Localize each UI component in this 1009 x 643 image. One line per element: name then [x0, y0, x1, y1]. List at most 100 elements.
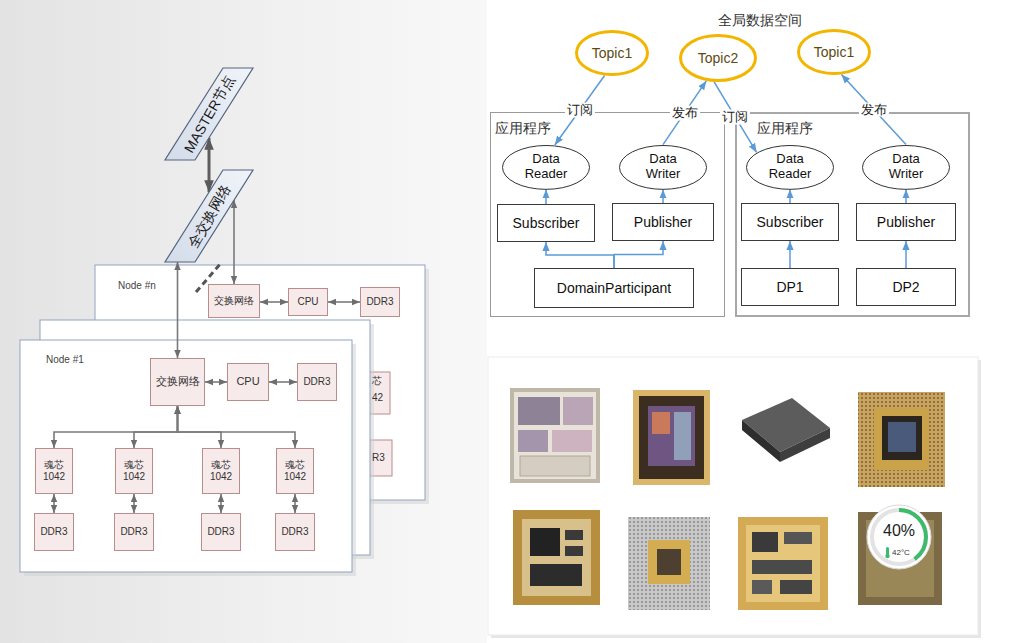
- ellipse-shape: [863, 145, 950, 189]
- ellipse-shape: [681, 36, 756, 81]
- chip-photo: [513, 510, 600, 605]
- chip-photo: [648, 406, 695, 466]
- memory-box: DDR3: [34, 513, 74, 551]
- application-box: 应用程序Data ReaderData WriterSubscriberPubl…: [735, 112, 970, 317]
- group-title: Node #n: [118, 280, 156, 291]
- process-box: Subscriber: [497, 204, 595, 242]
- box-label: DP2: [892, 279, 919, 295]
- connector: [133, 494, 135, 513]
- memory-box: DDR3: [360, 287, 400, 317]
- connector: [546, 242, 614, 268]
- topic-ellipse: Topic1: [575, 30, 649, 76]
- ellipse-shape: [799, 31, 870, 74]
- connector: [260, 301, 288, 303]
- chip-photo: [514, 392, 596, 479]
- chip-photo: [780, 428, 830, 462]
- ellipse-shape: [747, 145, 834, 189]
- switch-box: 交换网络: [150, 358, 205, 406]
- connector: [328, 301, 360, 303]
- box-label: Data Reader: [764, 152, 816, 182]
- reader-ellipse: Data Reader: [502, 145, 590, 190]
- box-label: DomainParticipant: [557, 280, 671, 296]
- chip-photo: [530, 564, 582, 586]
- chip-photo: [518, 397, 560, 425]
- node-board: Node #1 交换网络 CPU DDR3 魂芯 1042 魂芯 1042 魂芯 1042 魂…: [20, 340, 352, 572]
- chip-photo: [742, 398, 830, 462]
- chip-photo: [520, 456, 590, 476]
- box-label: Publisher: [877, 214, 935, 230]
- connector: [555, 76, 605, 146]
- box-label: Publisher: [634, 214, 692, 230]
- chip-photo: [633, 390, 710, 485]
- chip-photo: [652, 412, 670, 434]
- connector: [905, 241, 907, 268]
- chip-photo: [648, 540, 690, 584]
- parallelogram-shape: [165, 68, 253, 160]
- connector: [208, 138, 211, 192]
- partial-chip-label: 芯: [372, 375, 382, 387]
- box-label: 魂芯 1042: [282, 459, 308, 483]
- box-label: Subscriber: [513, 215, 580, 231]
- chip-photo: [780, 580, 812, 594]
- chip-photo: [628, 517, 710, 610]
- connector: [662, 189, 664, 203]
- connector: [178, 406, 296, 448]
- gauge-temperature: 42°C: [892, 548, 910, 557]
- writer-ellipse: Data Writer: [862, 145, 950, 190]
- connector: [614, 241, 663, 268]
- box-label: 魂芯 1042: [208, 459, 234, 483]
- chip-photo: [882, 416, 922, 460]
- connector: [789, 241, 791, 268]
- data-space-cloud: 全局数据空间Topic1Topic2Topic1: [516, 0, 1002, 100]
- partial-chip-label: 42: [372, 392, 383, 404]
- chip-photo: [858, 392, 945, 487]
- connector: [178, 406, 222, 448]
- chip-photo: [752, 560, 812, 574]
- box-label: DDR3: [366, 296, 393, 308]
- application-box: 应用程序Data ReaderData WriterSubscriberPubl…: [490, 112, 725, 317]
- connector: [905, 189, 907, 203]
- memory-box: DDR3: [201, 513, 241, 551]
- switch-fabric: 全交换网络: [165, 170, 253, 262]
- chip-photo: [742, 420, 780, 462]
- box-label: Topic1: [592, 45, 632, 61]
- chip-photo: [530, 528, 560, 556]
- edge-label: 发布: [670, 105, 700, 120]
- box-label: 魂芯 1042: [41, 459, 67, 483]
- chip-photo: [752, 580, 772, 594]
- box-label: DDR3: [281, 526, 308, 538]
- chip-photo: [565, 546, 583, 556]
- topic-ellipse: Topic1: [797, 29, 871, 75]
- box-label: CPU: [297, 296, 318, 308]
- chip-photo: [752, 532, 778, 552]
- chip-photo: [874, 408, 929, 470]
- box-label: DDR3: [207, 526, 234, 538]
- group-title: Node #1: [46, 354, 84, 365]
- connector: [134, 406, 178, 448]
- box-label: DDR3: [40, 526, 67, 538]
- box-label: 魂芯 1042: [121, 459, 147, 483]
- connector: [54, 406, 178, 448]
- chip-photo: [738, 517, 828, 610]
- status-gauge: [867, 505, 931, 569]
- photo-panel: [488, 357, 978, 635]
- node-board-stack: [20, 340, 352, 572]
- cpu-box: CPU: [227, 363, 269, 401]
- process-box: DP1: [741, 268, 839, 306]
- box-label: Data Reader: [520, 152, 572, 182]
- connector: [545, 189, 547, 204]
- node-board-stack: [20, 265, 429, 576]
- connector: [233, 200, 235, 284]
- dsp-chip: 魂芯 1042: [115, 448, 153, 494]
- chip-photo: [552, 430, 592, 452]
- chip-photo: [513, 510, 600, 605]
- connector: [269, 381, 297, 383]
- box-label: Data Writer: [637, 152, 689, 182]
- writer-ellipse: Data Writer: [619, 145, 707, 190]
- partial-chip-label: R3: [372, 452, 385, 464]
- connector: [53, 494, 55, 513]
- master-node: MASTER节点: [165, 68, 253, 160]
- chip-photo: [510, 388, 600, 483]
- chip-photo: [784, 532, 812, 544]
